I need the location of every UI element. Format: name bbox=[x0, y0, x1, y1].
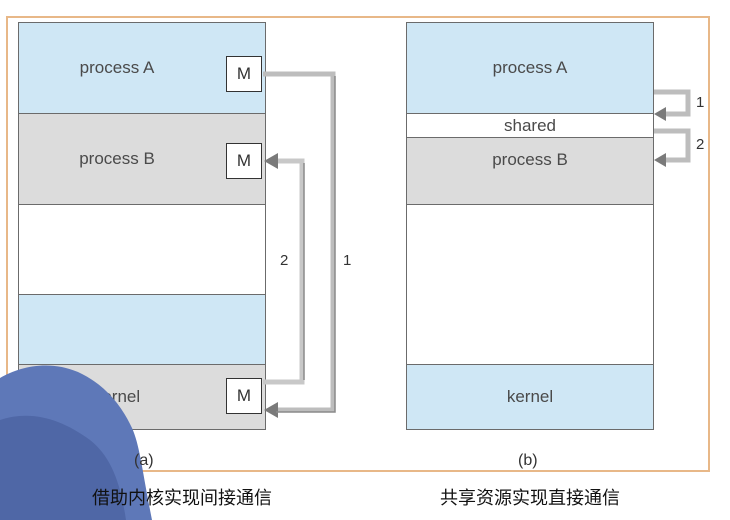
sublabel-a: (a) bbox=[134, 452, 154, 469]
message-box-a: M bbox=[226, 56, 262, 92]
arrow-2-b-head bbox=[654, 153, 666, 167]
kernel-label: kernel bbox=[506, 387, 554, 406]
arrow-2-b bbox=[654, 128, 691, 163]
arrow-1-a-head bbox=[264, 402, 278, 418]
segment-kernel-b: kernel bbox=[406, 364, 654, 430]
arrow-1-a-shade bbox=[276, 76, 336, 413]
message-box-label: M bbox=[236, 151, 252, 170]
person-shirt-shade bbox=[0, 415, 126, 520]
arrow-1-b-head bbox=[654, 107, 666, 121]
sublabel-b: (b) bbox=[518, 452, 538, 469]
segment-free-b bbox=[406, 204, 654, 365]
caption-left: 借助内核实现间接通信 bbox=[92, 488, 272, 508]
message-box-b: M bbox=[226, 143, 262, 179]
message-box-label: M bbox=[236, 64, 252, 83]
process-b-label: process B bbox=[79, 149, 155, 168]
segment-process-a-b: process A bbox=[406, 22, 654, 114]
process-a-label: process A bbox=[492, 58, 568, 77]
arrow-2-label-a: 2 bbox=[280, 252, 289, 269]
arrow-2-a-head bbox=[264, 153, 278, 169]
segment-process-a: process A bbox=[18, 22, 266, 114]
process-b-label: process B bbox=[492, 150, 568, 169]
segment-process-b: process B bbox=[18, 113, 266, 205]
arrow-2-a bbox=[263, 158, 305, 385]
process-a-label: process A bbox=[79, 58, 155, 77]
arrow-1-b bbox=[654, 89, 691, 117]
segment-process-b-b: process B bbox=[406, 137, 654, 205]
arrow-1-label-b: 1 bbox=[696, 94, 705, 111]
shared-label: shared bbox=[504, 115, 556, 135]
arrow-1-a bbox=[263, 71, 336, 413]
message-box-kernel: M bbox=[226, 378, 262, 414]
arrow-2-label-b: 2 bbox=[696, 136, 705, 153]
arrow-1-label-a: 1 bbox=[343, 252, 352, 269]
caption-right: 共享资源实现直接通信 bbox=[440, 488, 620, 508]
message-box-label: M bbox=[236, 386, 252, 405]
